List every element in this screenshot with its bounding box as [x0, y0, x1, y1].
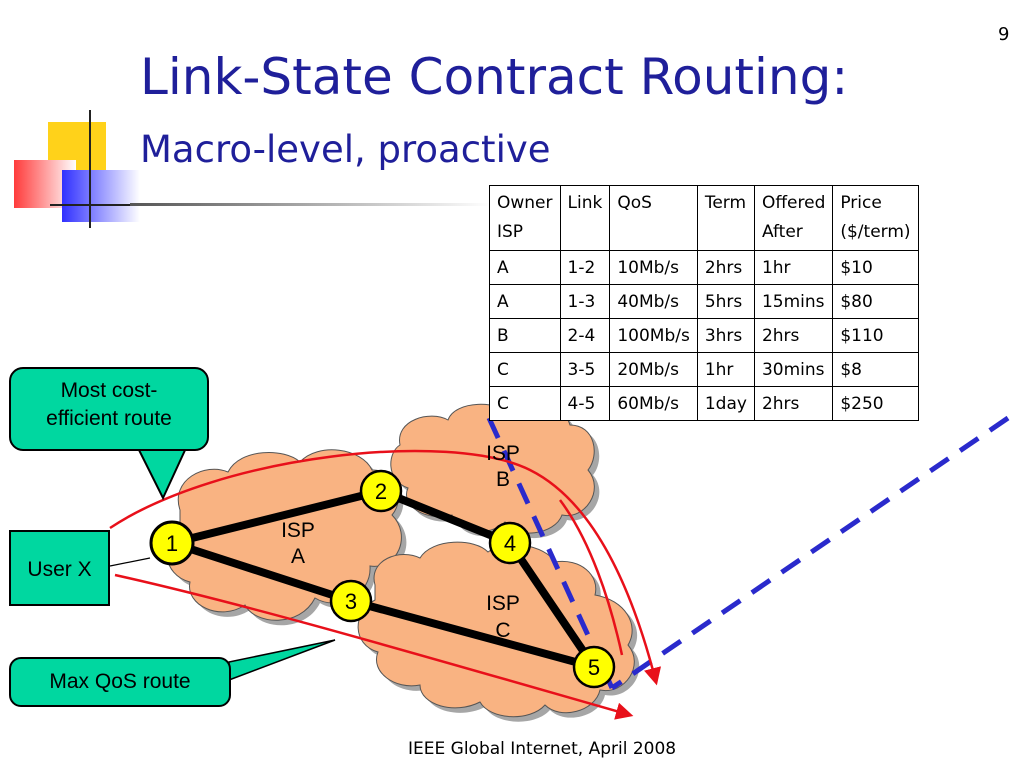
- route-segment: [558, 499, 624, 656]
- cell-owner: A: [489, 284, 561, 319]
- link-3-5: [347, 597, 598, 671]
- isp-a-label-line2: A: [291, 545, 305, 568]
- cell-term: 2hrs: [696, 250, 755, 285]
- qos-callout-tail: [228, 639, 336, 682]
- slide-number: 9: [998, 24, 1010, 45]
- cell-owner: B: [489, 318, 561, 353]
- isp-c-label-line2: C: [495, 619, 510, 642]
- isp-b-cloud: [390, 403, 600, 539]
- cost-efficient-callout: Most cost- efficient route: [9, 367, 209, 451]
- cell-offered-after: 2hrs: [753, 318, 834, 353]
- cell-qos: 60Mb/s: [609, 386, 698, 421]
- table-row: A 1-2 10Mb/s 2hrs 1hr $10: [489, 250, 919, 285]
- user-link: [109, 557, 151, 567]
- cost-efficient-route-arrow: [109, 449, 662, 686]
- link-4-5: [506, 539, 598, 671]
- cell-owner: A: [489, 250, 561, 285]
- node-3: 3: [329, 579, 373, 623]
- cell-link: 1-3: [559, 284, 611, 319]
- cost-callout-line2: efficient route: [46, 407, 172, 430]
- page-title: Link-State Contract Routing:: [140, 48, 849, 106]
- footer: IEEE Global Internet, April 2008: [408, 739, 677, 759]
- cost-callout-line1: Most cost-: [60, 379, 158, 402]
- header-qos: QoS: [609, 185, 698, 251]
- isp-b-label-line1: ISP: [486, 442, 520, 465]
- cost-callout-tail: [136, 447, 188, 501]
- user-x-box: User X: [9, 530, 110, 606]
- table-row: A 1-3 40Mb/s 5hrs 15mins $80: [489, 284, 919, 319]
- max-qos-route-arrow: [114, 573, 634, 720]
- cell-link: 1-2: [559, 250, 611, 285]
- link-2-4: [377, 487, 514, 547]
- header-link: Link: [559, 185, 611, 251]
- cell-link: 3-5: [559, 352, 611, 387]
- node-4: 4: [488, 521, 532, 565]
- isp-b-label-line2: B: [496, 468, 510, 491]
- cell-offered-after: 15mins: [753, 284, 834, 319]
- isp-c-label-line1: ISP: [486, 592, 520, 615]
- table-row: B 2-4 100Mb/s 3hrs 2hrs $110: [489, 318, 919, 353]
- link-1-2: [168, 487, 385, 547]
- cell-link: 2-4: [559, 318, 611, 353]
- table-row: C 4-5 60Mb/s 1day 2hrs $250: [489, 386, 919, 421]
- svg-text:2: 2: [375, 479, 387, 504]
- cell-term: 5hrs: [696, 284, 755, 319]
- svg-text:1: 1: [166, 531, 178, 556]
- table-row: C 3-5 20Mb/s 1hr 30mins $8: [489, 352, 919, 387]
- max-qos-callout: Max QoS route: [9, 657, 231, 707]
- cell-offered-after: 30mins: [753, 352, 834, 387]
- cell-price: $110: [832, 318, 919, 353]
- title-decoration: [14, 110, 140, 228]
- cell-price: $80: [832, 284, 919, 319]
- cell-price: $250: [832, 386, 919, 421]
- cell-price: $10: [832, 250, 919, 285]
- cell-link: 4-5: [559, 386, 611, 421]
- node-2: 2: [359, 469, 403, 513]
- header-price: Price($/term): [832, 185, 919, 251]
- svg-text:5: 5: [588, 655, 600, 680]
- title-rule: [130, 203, 490, 206]
- cell-qos: 100Mb/s: [609, 318, 698, 353]
- cell-owner: C: [489, 352, 561, 387]
- cell-term: 1hr: [696, 352, 755, 387]
- cell-qos: 10Mb/s: [609, 250, 698, 285]
- cell-offered-after: 1hr: [753, 250, 834, 285]
- isp-a-label-line1: ISP: [281, 519, 315, 542]
- blue-square: [62, 170, 140, 222]
- cell-qos: 20Mb/s: [609, 352, 698, 387]
- cell-offered-after: 2hrs: [753, 386, 834, 421]
- svg-text:4: 4: [504, 531, 516, 556]
- cell-owner: C: [489, 386, 561, 421]
- svg-text:3: 3: [345, 589, 357, 614]
- cell-qos: 40Mb/s: [609, 284, 698, 319]
- header-term: Term: [696, 185, 755, 251]
- cell-price: $8: [832, 352, 919, 387]
- node-5: 5: [572, 645, 616, 689]
- network-links: [168, 487, 598, 671]
- cell-term: 3hrs: [696, 318, 755, 353]
- page-subtitle: Macro-level, proactive: [140, 128, 551, 171]
- link-1-3: [168, 539, 355, 605]
- node-1: 1: [149, 520, 195, 566]
- cell-term: 1day: [696, 386, 755, 421]
